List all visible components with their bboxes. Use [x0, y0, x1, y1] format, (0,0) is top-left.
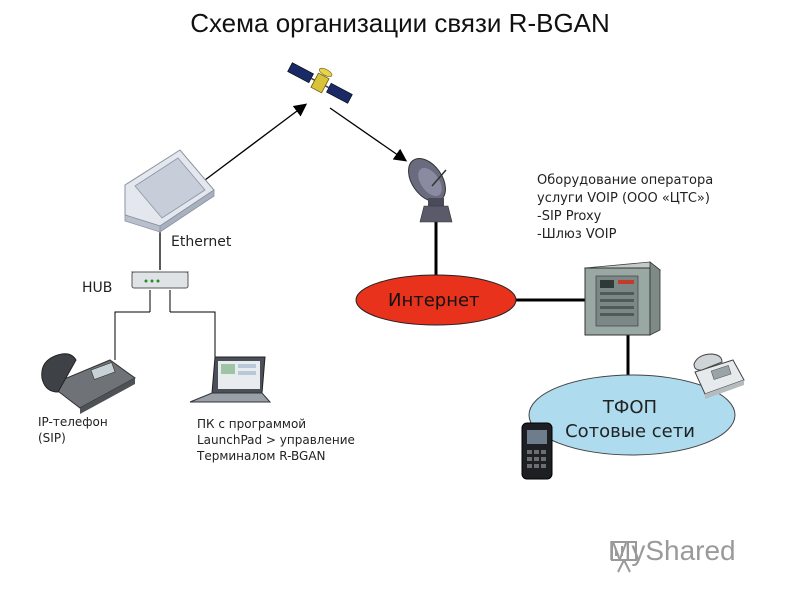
hub-icon [131, 271, 189, 289]
downlink-arrow [329, 107, 408, 162]
ip-phone-label-line: IP-телефон [38, 415, 108, 429]
ip-phone-label: IP-телефон (SIP) [38, 414, 108, 446]
pc-label-line: Терминалом R-BGAN [197, 449, 326, 463]
pstn-label-line: Сотовые сети [565, 421, 695, 442]
page-title: Схема организации связи R-BGAN [190, 8, 610, 38]
connections [114, 103, 630, 382]
hub-to-pc-line [170, 311, 216, 360]
operator-line: -SIP Proxy [537, 209, 602, 224]
ethernet-label: Ethernet [171, 234, 232, 250]
pstn-label-line: ТФОП [602, 397, 658, 418]
laptop-icon [189, 356, 272, 403]
uplink-arrow [204, 103, 308, 181]
ip-phone-label-line: (SIP) [38, 431, 66, 445]
operator-line: -Шлюз VOIP [537, 227, 617, 242]
satellite-icon [287, 62, 353, 104]
satellite-dish-icon [408, 158, 453, 223]
server-cabinet-icon [583, 261, 662, 336]
pc-label-line: LaunchPad > управление [197, 433, 355, 447]
internet-label: Интернет [388, 290, 480, 311]
operator-line: услуги VOIP (ООО «ЦТС») [537, 191, 710, 206]
hub-label: HUB [82, 280, 113, 296]
watermark: MyShared [608, 535, 736, 566]
hub-to-phone-line [114, 311, 150, 360]
pstn-label: ТФОП Сотовые сети [560, 396, 700, 444]
pc-label-line: ПК с программой [197, 417, 307, 431]
bgan-terminal-icon [124, 149, 215, 233]
internet-cloud [355, 274, 517, 326]
pstn-cloud [528, 374, 736, 456]
desk-phone-icon [693, 353, 745, 399]
ip-phone-icon [41, 353, 136, 414]
operator-line: Оборудование оператора [537, 173, 714, 188]
mobile-phone-icon [521, 422, 553, 480]
operator-equipment-label: Оборудование оператора услуги VOIP (ООО … [537, 172, 713, 244]
presentation-board-icon [611, 541, 637, 573]
pc-label: ПК с программой LaunchPad > управление Т… [197, 416, 355, 464]
